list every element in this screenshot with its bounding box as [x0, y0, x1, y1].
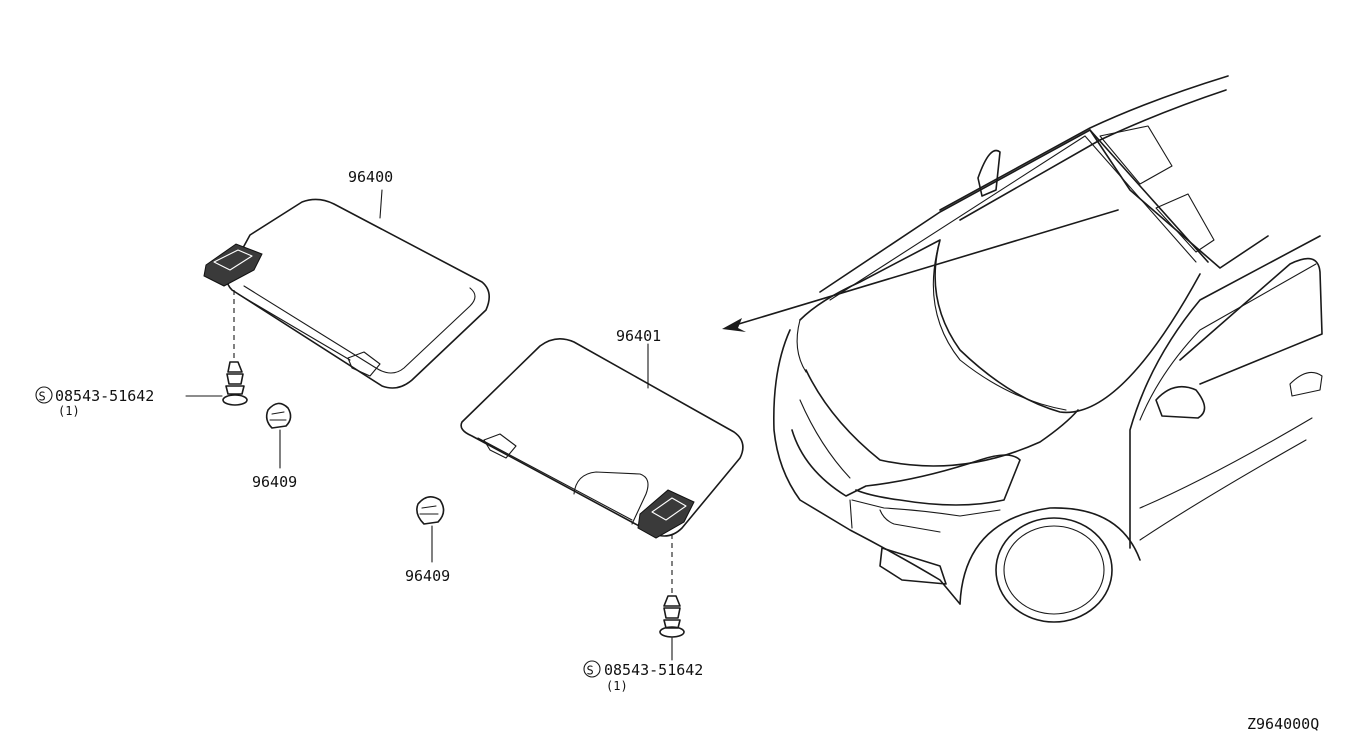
- qty-screw-left: (1): [58, 404, 80, 418]
- leader-96400: [379, 189, 383, 219]
- label-96400: 96400: [348, 168, 393, 186]
- vehicle-illustration: [773, 75, 1323, 623]
- screw-right[interactable]: [659, 595, 685, 638]
- clip-left-96409[interactable]: [265, 402, 292, 429]
- s-symbol-right: [583, 660, 601, 678]
- s-symbol-right-letter: S: [587, 664, 594, 678]
- s-symbol-left-letter: S: [39, 390, 46, 404]
- label-clip-right: 96409: [405, 567, 450, 585]
- qty-screw-right: (1): [606, 679, 628, 693]
- label-96401: 96401: [616, 327, 661, 345]
- s-symbol-left: [35, 386, 53, 404]
- diagram-code: Z964000Q: [1247, 715, 1319, 733]
- location-arrow: [722, 209, 1119, 332]
- screw-left[interactable]: [222, 361, 248, 406]
- label-clip-left: 96409: [252, 473, 297, 491]
- visor-right-96401[interactable]: [460, 338, 744, 539]
- clip-right-96409[interactable]: [416, 496, 445, 525]
- visor-left-96400[interactable]: [203, 198, 490, 389]
- label-screw-left: 08543-51642: [55, 387, 154, 405]
- label-screw-right: 08543-51642: [604, 661, 703, 679]
